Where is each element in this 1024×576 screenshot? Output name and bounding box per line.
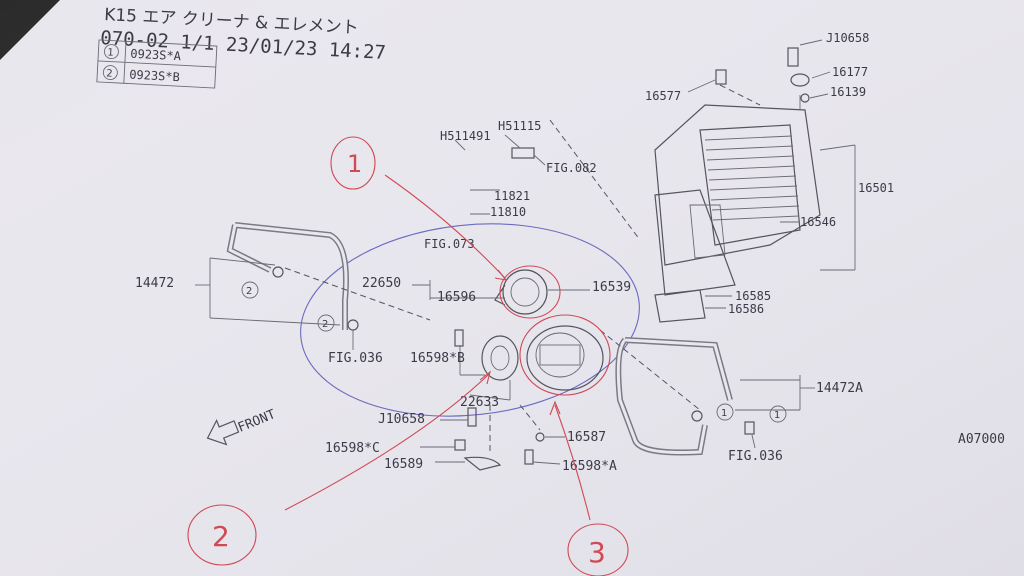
part-16539: 16539 [592, 280, 631, 295]
red-annotation-3: 3 [588, 536, 606, 569]
marker-circle-2-b [317, 314, 335, 332]
assembly-outline [300, 223, 640, 417]
part-H51115: H51115 [498, 119, 541, 133]
resonator-component [412, 269, 590, 315]
front-arrow [206, 418, 240, 446]
part-22633: 22633 [460, 395, 499, 410]
part-11810: 11810 [490, 205, 526, 219]
red-annotation-1: 1 [347, 150, 362, 178]
legend-marker-1: 1 [107, 47, 114, 58]
part-16177: 16177 [832, 65, 868, 79]
part-14472A: 14472A [816, 381, 863, 396]
part-16598B: 16598*B [410, 351, 465, 366]
marker-circle-1-a [716, 403, 734, 421]
part-FIG036-left: FIG.036 [328, 351, 383, 366]
part-A07000: A07000 [958, 432, 1005, 447]
air-cleaner-housing [654, 84, 856, 323]
part-14472: 14472 [135, 276, 174, 291]
part-FIG073: FIG.073 [424, 237, 475, 251]
marker-2-a: 2 [246, 286, 252, 297]
part-16586: 16586 [728, 302, 764, 316]
marker-1-a: 1 [721, 408, 727, 419]
part-16546: 16546 [800, 215, 836, 229]
part-FIG036-right: FIG.036 [728, 449, 783, 464]
part-J10658-top: J10658 [826, 31, 869, 45]
marker-2-b: 2 [322, 319, 328, 330]
breather-hose [452, 119, 641, 241]
part-H511491: H511491 [440, 129, 491, 143]
legend-box: 1 0923S*A 2 0923S*B [96, 39, 218, 89]
part-16589: 16589 [384, 457, 423, 472]
red-annotations [187, 136, 629, 576]
legend-marker-2: 2 [106, 68, 113, 79]
marker-circle-1-b [769, 405, 787, 423]
part-FIG082: FIG.082 [546, 161, 597, 175]
legend-code-1: 0923S*A [130, 47, 182, 64]
part-J10658-mid: J10658 [378, 412, 425, 427]
red-annotation-2: 2 [212, 520, 230, 553]
part-16585: 16585 [735, 289, 771, 303]
part-22650: 22650 [362, 276, 401, 291]
part-16587: 16587 [567, 430, 606, 445]
right-hose-assembly [599, 329, 815, 456]
part-16598C: 16598*C [325, 441, 380, 456]
legend-code-2: 0923S*B [129, 68, 180, 85]
part-11821: 11821 [494, 189, 530, 203]
throttle-body-component [454, 325, 604, 401]
part-16577: 16577 [645, 89, 681, 103]
marker-circle-2-a [241, 281, 259, 299]
part-16598A: 16598*A [562, 459, 617, 474]
part-16139: 16139 [830, 85, 866, 99]
lower-hardware [420, 404, 565, 471]
part-16501: 16501 [858, 181, 894, 195]
bolt-hardware-top [687, 39, 831, 103]
marker-1-b: 1 [774, 410, 780, 421]
part-16596: 16596 [437, 290, 476, 305]
